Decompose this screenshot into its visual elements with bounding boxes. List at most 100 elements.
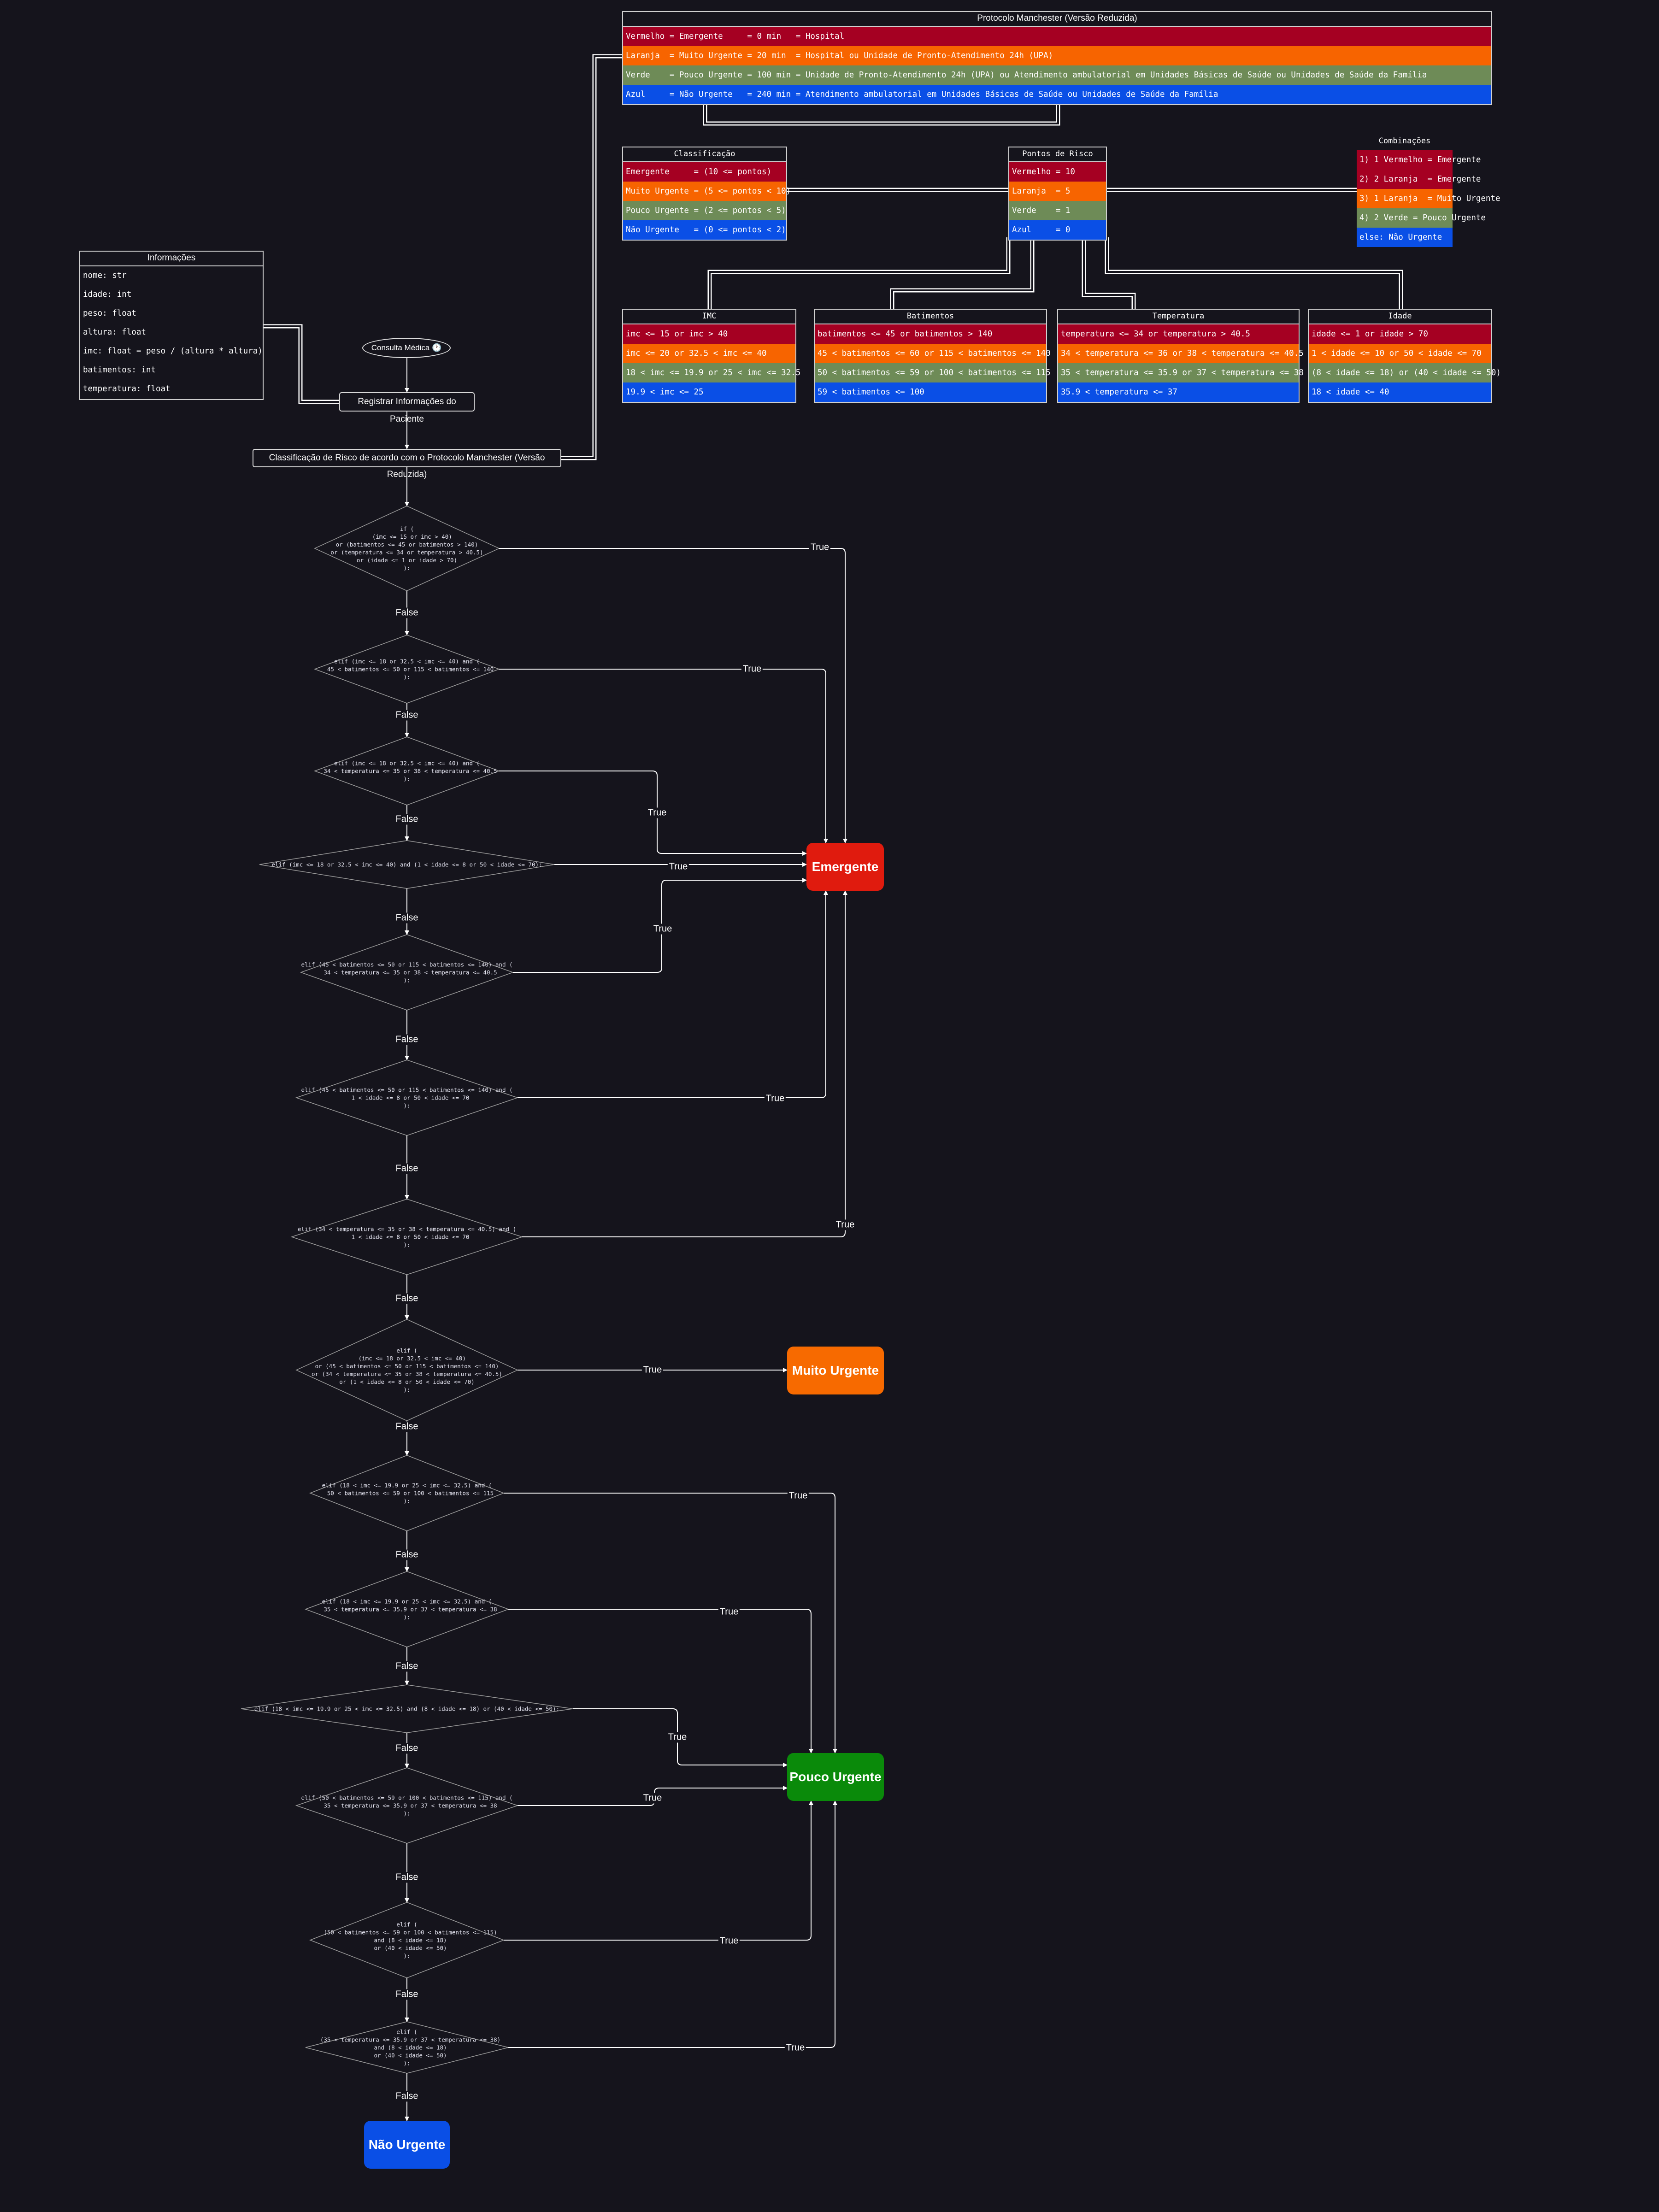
false-label: False [394,814,420,825]
true-label: True [667,861,689,872]
double-connector [703,102,1060,126]
double-connector-inner [704,102,1059,124]
true-label: True [741,664,763,675]
temperatura-row: 35 < temperatura <= 35.9 or 37 < tempera… [1058,363,1304,382]
idade-row: 18 < idade <= 40 [1309,382,1491,402]
temperatura-row: temperatura <= 34 or temperatura > 40.5 [1058,324,1299,344]
classificacao-table: Classificação Emergente = (10 <= pontos)… [622,147,791,241]
idade-row: idade <= 1 or idade > 70 [1309,324,1491,344]
false-label: False [394,1034,420,1045]
false-label: False [394,912,420,924]
batimentos-row: 59 < batimentos <= 100 [815,382,1046,402]
decision-condition: elif (imc <= 18 or 32.5 < imc <= 40) and… [327,658,494,681]
false-label: False [394,1743,420,1754]
outcome-nao-urgente: Não Urgente [364,2121,450,2169]
false-label: False [394,710,420,721]
false-label: False [394,1421,420,1432]
informacoes-field: batimentos: int [83,365,156,375]
false-label: False [394,1163,420,1174]
double-connector [707,237,1011,309]
true-label: True [718,1936,740,1947]
pontos-row: Laranja = 5 [1009,182,1106,201]
double-connector-inner [264,325,339,403]
informacoes-field: imc: float = peso / (altura * altura) [83,347,263,356]
imc-title: IMC [623,310,795,324]
double-connector-inner [891,237,1033,309]
combinacoes-row: 2) 2 Laranja = Emergente [1357,170,1481,189]
informacoes-field: peso: float [83,309,136,318]
informacoes-field: temperatura: float [83,384,171,394]
double-connector-inner [1106,237,1402,309]
imc-row: imc <= 15 or imc > 40 [623,324,795,344]
decision-condition: elif (45 < batimentos <= 50 or 115 < bat… [301,1086,513,1109]
protocol-row: Vermelho = Emergente = 0 min = Hospital [623,27,1491,46]
decision-condition: if ( (imc <= 15 or imc > 40) or (batimen… [330,525,483,571]
batimentos-row: batimentos <= 45 or batimentos > 140 [815,324,1046,344]
true-label: True [809,542,831,553]
combinacoes-row: 3) 1 Laranja = Muito Urgente [1357,189,1500,208]
decision-condition: elif ( (imc <= 18 or 32.5 < imc <= 40) o… [312,1347,502,1393]
false-label: False [394,1661,420,1672]
double-connector [1105,237,1403,309]
idade-row: 1 < idade <= 10 or 50 < idade <= 70 [1309,344,1491,363]
false-label: False [394,1989,420,2000]
protocol-row: Azul = Não Urgente = 240 min = Atendimen… [623,85,1491,104]
double-connector [561,54,622,460]
register-process: Registrar Informações do Paciente [339,392,475,424]
informacoes-field: altura: float [83,328,146,337]
pontos-row: Azul = 0 [1009,220,1106,240]
true-label: True [784,2042,806,2053]
true-label: True [646,807,668,818]
informacoes-field: idade: int [83,290,132,299]
temperatura-row: 35.9 < temperatura <= 37 [1058,382,1299,402]
batimentos-table: Batimentos batimentos <= 45 or batimento… [814,309,1051,403]
double-connector-inner [561,55,622,459]
false-label: False [394,607,420,618]
flow-arrow [508,1800,837,2048]
flow-arrow [522,890,847,1237]
temperatura-row: 34 < temperatura <= 36 or 38 < temperatu… [1058,344,1304,363]
temperatura-table: Temperatura temperatura <= 34 or tempera… [1057,309,1304,403]
protocol-title: Protocolo Manchester (Versão Reduzida) [623,12,1491,27]
combinacoes-title: Combinações [1378,136,1431,146]
classificacao-title: Classificação [623,147,786,162]
true-label: True [666,1732,688,1743]
outcome-muito-urgente: Muito Urgente [787,1347,884,1394]
double-connector-inner [1083,237,1135,309]
pontos-row: Vermelho = 10 [1009,162,1106,182]
true-label: True [641,1365,664,1376]
flow-arrow [504,1800,813,1941]
true-label: True [764,1093,786,1104]
start-terminal: Consulta Médica 🕐 [362,338,451,358]
outcome-pouco-urgente: Pouco Urgente [787,1753,884,1801]
decision-condition: elif (50 < batimentos <= 59 or 100 < bat… [301,1794,513,1817]
decision-condition: elif (imc <= 18 or 32.5 < imc <= 40) and… [324,759,497,782]
flow-arrow [499,669,828,843]
imc-row: 19.9 < imc <= 25 [623,382,795,402]
combinacoes-row: else: Não Urgente [1357,228,1453,247]
informacoes-title: Informações [80,252,263,266]
protocol-row: Laranja = Muito Urgente = 20 min = Hospi… [623,46,1491,65]
true-label: True [652,924,674,935]
flow-arrow [499,548,847,843]
combinacoes-row: 4) 2 Verde = Pouco Urgente [1357,208,1486,228]
true-label: True [834,1219,856,1230]
false-label: False [394,1872,420,1883]
double-connector-inner [709,237,1009,309]
true-label: True [641,1793,664,1804]
flow-arrow [518,890,828,1098]
false-label: False [394,1549,420,1560]
temperatura-title: Temperatura [1058,310,1299,324]
idade-title: Idade [1309,310,1491,324]
decision-condition: elif (45 < batimentos <= 50 or 115 < bat… [301,961,513,984]
outcome-emergente: Emergente [806,843,884,891]
batimentos-row: 50 < batimentos <= 59 or 100 < batimento… [815,363,1051,382]
classificacao-row: Muito Urgente = (5 <= pontos < 10) [623,182,791,201]
decision-condition: elif (18 < imc <= 19.9 or 25 < imc <= 32… [254,1705,560,1712]
